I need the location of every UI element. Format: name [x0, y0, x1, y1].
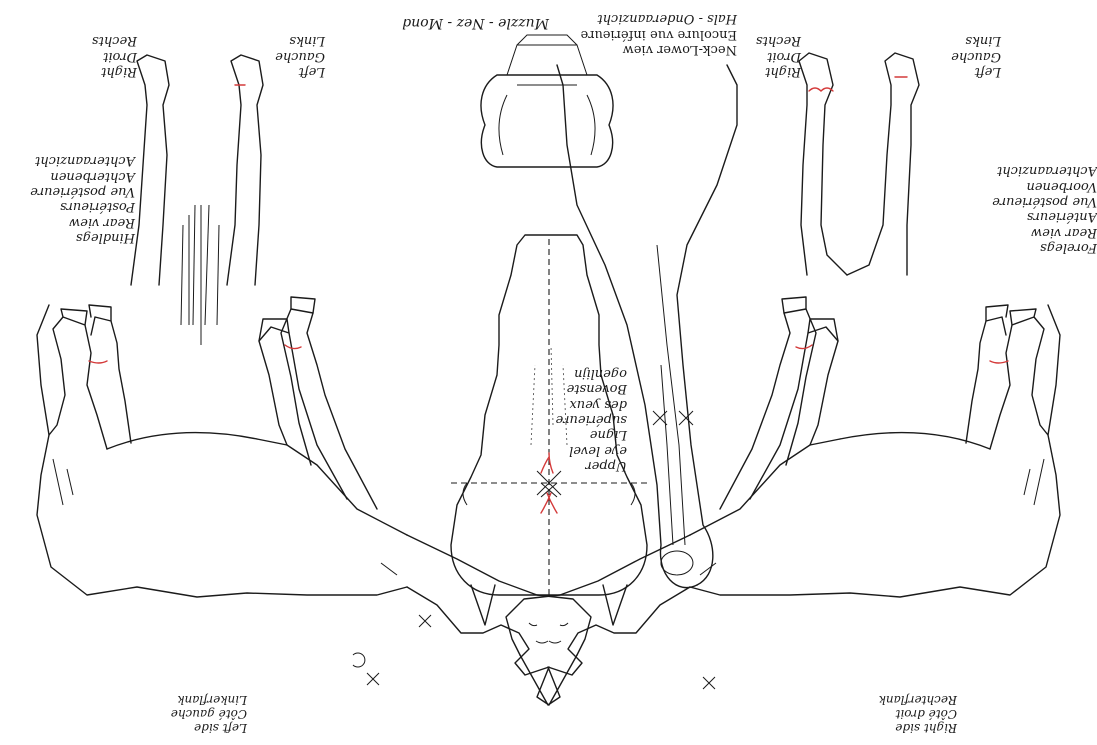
left-side-label-nl: Linkerflank [171, 693, 247, 707]
right-side-label-en: Right side [879, 721, 957, 735]
left-side-label: Left side Côté gauche Linkerflank [171, 693, 247, 735]
hindlegs-rear-view [131, 55, 263, 345]
neck-lower-view [557, 65, 737, 588]
hindleg-left-label: Left Gauche Links [275, 33, 325, 79]
upper-eye-level-label: Upper eye level Ligne supérieure des yeu… [556, 366, 627, 473]
left-side-label-fr: Côté gauche [171, 707, 247, 721]
x-marker [367, 615, 431, 685]
foreleg-right-label: Right Droit Rechts [756, 33, 801, 79]
left-side-horse [37, 297, 591, 705]
c-marker [353, 653, 365, 667]
right-side-label: Right side Côté droit Rechterflank [879, 693, 957, 735]
foreleg-left-label: Left Gauche Links [951, 33, 1001, 79]
right-side-horse [506, 297, 1060, 705]
hindlegs-label: Hindlegs Rear view Postérieurs Vue posté… [30, 153, 135, 245]
neck-lower-view-label: Neck-Lower view Encolure vue inférieure … [581, 11, 737, 57]
muzzle-label: Muzzle - Nez - Mond [402, 14, 549, 31]
forelegs-rear-view [799, 53, 919, 275]
right-side-label-fr: Côté droit [879, 707, 957, 721]
forelegs-label: Forelegs Rear view Antérieurs Vue postér… [992, 163, 1097, 255]
right-side-label-nl: Rechterflank [879, 693, 957, 707]
left-side-label-en: Left side [171, 721, 247, 735]
hindleg-right-label: Right Droit Rechts [92, 33, 137, 79]
